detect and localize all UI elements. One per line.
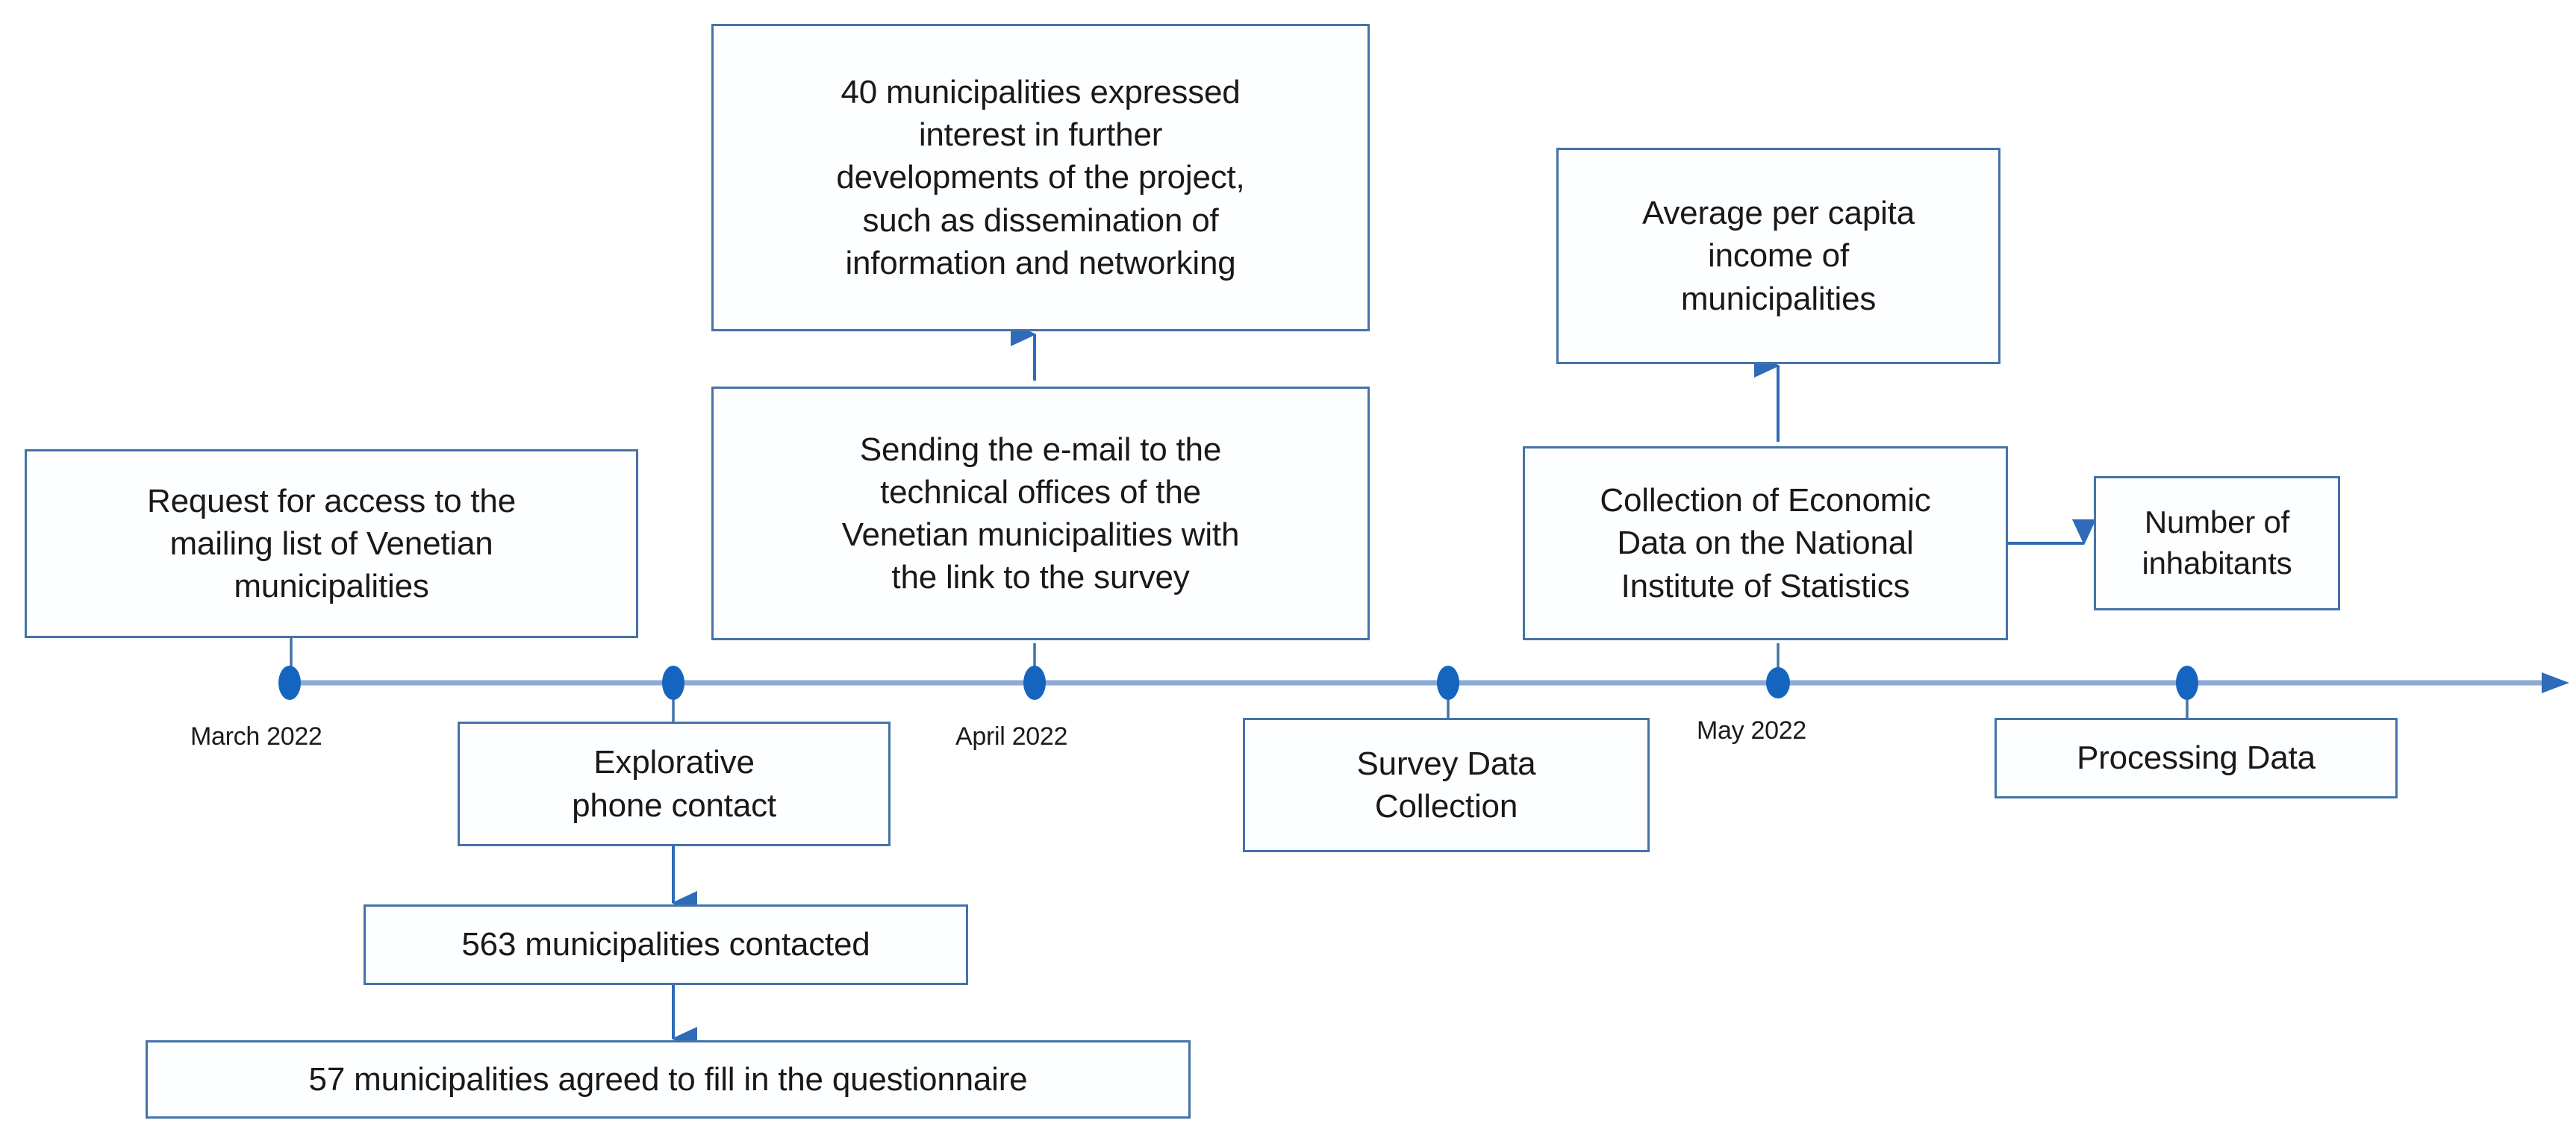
box-average-income[interactable]: Average per capita income of municipalit… (1556, 148, 2000, 364)
month-label-april-text: April 2022 (955, 722, 1068, 751)
timeline-markers (278, 666, 2198, 700)
month-label-march: March 2022 (190, 722, 322, 751)
box-economic-data-label: Collection of Economic Data on the Natio… (1600, 482, 1931, 604)
box-agreed-label: 57 municipalities agreed to fill in the … (308, 1060, 1028, 1098)
box-contacted-label: 563 municipalities contacted (461, 926, 870, 963)
timeline-dot-processing (2176, 666, 2198, 700)
box-explorative-phone-label: Explorative phone contact (572, 744, 776, 824)
month-label-march-text: March 2022 (190, 722, 322, 751)
month-label-april: April 2022 (955, 722, 1067, 751)
box-average-income-label: Average per capita income of municipalit… (1642, 195, 1915, 317)
box-number-inhabitants-label: Number of inhabitants (2142, 504, 2292, 581)
month-label-may-text: May 2022 (1697, 716, 1806, 745)
box-sending-email[interactable]: Sending the e-mail to the technical offi… (711, 387, 1370, 640)
box-further-developments-label: 40 municipalities expressed interest in … (836, 74, 1245, 281)
box-survey-collection-label: Survey Data Collection (1356, 745, 1536, 825)
box-request-access-label: Request for access to the mailing list o… (147, 482, 516, 605)
box-number-inhabitants[interactable]: Number of inhabitants (2094, 476, 2340, 610)
box-sending-email-label: Sending the e-mail to the technical offi… (841, 431, 1240, 596)
box-contacted[interactable]: 563 municipalities contacted (364, 904, 968, 985)
timeline-dot-april (1023, 666, 1046, 700)
box-economic-data[interactable]: Collection of Economic Data on the Natio… (1523, 446, 2008, 640)
box-processing-data[interactable]: Processing Data (1995, 718, 2398, 798)
box-processing-data-label: Processing Data (2077, 740, 2315, 777)
timeline-dot-survey (1437, 666, 1459, 700)
timeline-dot-march (278, 666, 301, 700)
box-further-developments[interactable]: 40 municipalities expressed interest in … (711, 24, 1370, 331)
timeline-dot-may (1766, 667, 1790, 698)
box-request-access[interactable]: Request for access to the mailing list o… (25, 449, 638, 638)
timeline-dot-explorative (662, 666, 684, 700)
box-agreed[interactable]: 57 municipalities agreed to fill in the … (146, 1040, 1191, 1119)
box-survey-collection[interactable]: Survey Data Collection (1243, 718, 1650, 852)
month-label-may: May 2022 (1697, 716, 1806, 745)
timeline-axis (290, 672, 2569, 693)
box-explorative-phone[interactable]: Explorative phone contact (458, 722, 891, 846)
